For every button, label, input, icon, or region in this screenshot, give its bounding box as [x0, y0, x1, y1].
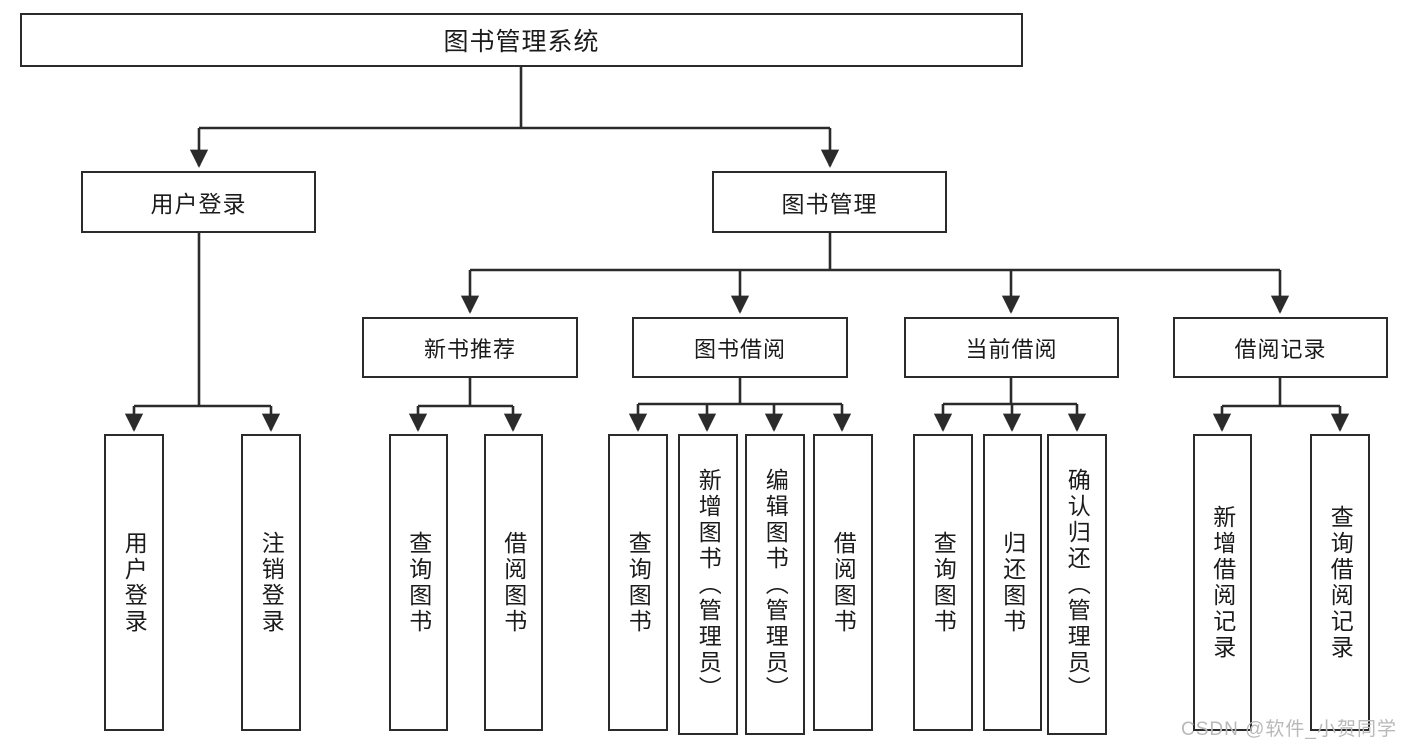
watermark: CSDN @软件_小贺同学: [1181, 719, 1397, 740]
leaf-current-confirm-return-admin[interactable]: 确认归还（管理员）: [1047, 434, 1107, 735]
leaf-current-return-book[interactable]: 归还图书: [983, 434, 1042, 731]
leaf-recommend-query-book[interactable]: 查询图书: [389, 434, 448, 731]
leaf-label: 用户登录: [121, 530, 148, 635]
node-borrow-records-label: 借阅记录: [1234, 336, 1327, 362]
node-new-book-recommend-label: 新书推荐: [423, 336, 516, 362]
leaf-label: 归还图书: [999, 530, 1026, 635]
leaf-label: 编辑图书（管理员）: [762, 467, 789, 702]
leaf-label: 查询图书: [405, 530, 432, 635]
leaf-label: 查询图书: [930, 530, 957, 635]
node-book-borrow-label: 图书借阅: [693, 336, 786, 362]
node-user-login[interactable]: 用户登录: [81, 171, 316, 233]
node-book-borrow[interactable]: 图书借阅: [632, 317, 848, 378]
leaf-borrow-query-book[interactable]: 查询图书: [608, 434, 668, 731]
node-book-management[interactable]: 图书管理: [712, 171, 947, 233]
leaf-label: 新增借阅记录: [1209, 504, 1236, 661]
node-user-login-label: 用户登录: [150, 191, 247, 217]
node-root[interactable]: 图书管理系统: [20, 13, 1023, 67]
node-book-management-label: 图书管理: [781, 191, 878, 217]
node-root-label: 图书管理系统: [443, 28, 600, 56]
leaf-label: 新增图书（管理员）: [695, 467, 722, 702]
leaf-borrow-add-book-admin[interactable]: 新增图书（管理员）: [678, 434, 738, 735]
leaf-label: 确认归还（管理员）: [1064, 467, 1091, 702]
node-new-book-recommend[interactable]: 新书推荐: [362, 317, 578, 378]
leaf-label: 借阅图书: [500, 530, 527, 635]
leaf-label: 查询图书: [625, 530, 652, 635]
node-borrow-records[interactable]: 借阅记录: [1173, 317, 1388, 378]
leaf-borrow-edit-book-admin[interactable]: 编辑图书（管理员）: [745, 434, 805, 735]
leaf-current-query-book[interactable]: 查询图书: [913, 434, 973, 731]
leaf-label: 注销登录: [258, 530, 285, 635]
leaf-label: 借阅图书: [830, 530, 857, 635]
leaf-user-login-signin[interactable]: 用户登录: [104, 434, 164, 731]
leaf-records-add-record[interactable]: 新增借阅记录: [1193, 434, 1252, 731]
leaf-label: 查询借阅记录: [1327, 504, 1354, 661]
leaf-user-login-signout[interactable]: 注销登录: [241, 434, 301, 731]
leaf-records-query-record[interactable]: 查询借阅记录: [1310, 434, 1370, 731]
node-current-borrow-label: 当前借阅: [965, 336, 1058, 362]
leaf-recommend-borrow-book[interactable]: 借阅图书: [484, 434, 543, 731]
node-current-borrow[interactable]: 当前借阅: [904, 317, 1119, 378]
leaf-borrow-borrow-book[interactable]: 借阅图书: [813, 434, 873, 731]
